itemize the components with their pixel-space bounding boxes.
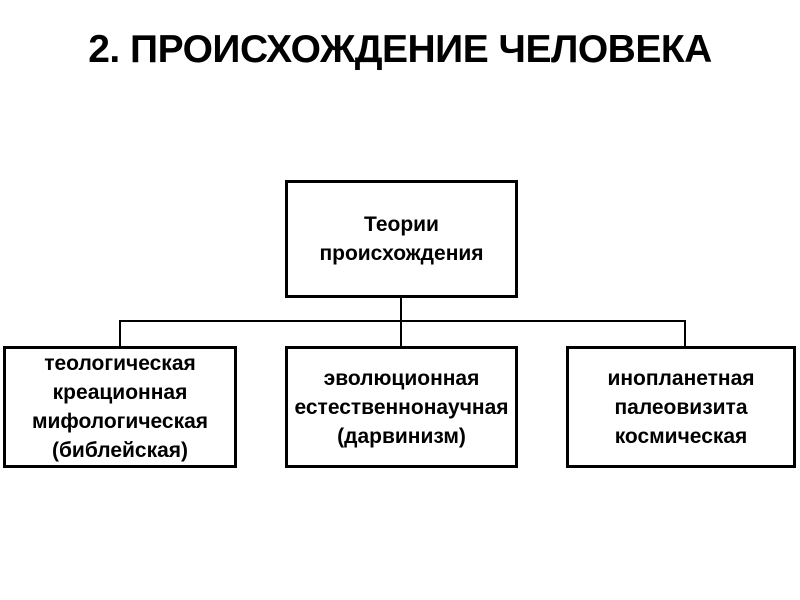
root-box-theories-of-origin: Теории происхождения <box>285 180 518 298</box>
connector-right-drop <box>684 320 686 349</box>
connector-horizontal-bar <box>119 320 686 322</box>
box-text-line: эволюционная <box>323 366 480 390</box>
connector-left-drop <box>119 320 121 349</box>
box-text-line: (библейская) <box>51 439 189 462</box>
box-text-line: космическая <box>614 424 748 448</box>
connector-trunk-vertical <box>400 296 402 349</box>
box-text-line: теологическая <box>44 352 196 375</box>
box-text-line: естественнонаучная <box>294 395 509 419</box>
box-text-line: происхождения <box>319 242 484 265</box>
slide-title: 2. ПРОИСХОЖДЕНИЕ ЧЕЛОВЕКА <box>88 28 712 71</box>
box-text-line: Теории <box>364 213 439 236</box>
box-text-line: (дарвинизм) <box>337 424 466 448</box>
box-text-line: палеовизита <box>614 395 748 419</box>
box-text-line: мифологическая <box>31 410 209 433</box>
child-box-evolutionary-group: эволюционная естественнонаучная (дарвини… <box>285 346 518 468</box>
child-box-extraterrestrial-group: инопланетная палеовизита космическая <box>566 346 796 468</box>
box-text-line: креационная <box>52 381 188 404</box>
box-text-line: инопланетная <box>607 366 755 390</box>
child-box-theological-group: теологическая креационная мифологическая… <box>3 346 237 468</box>
